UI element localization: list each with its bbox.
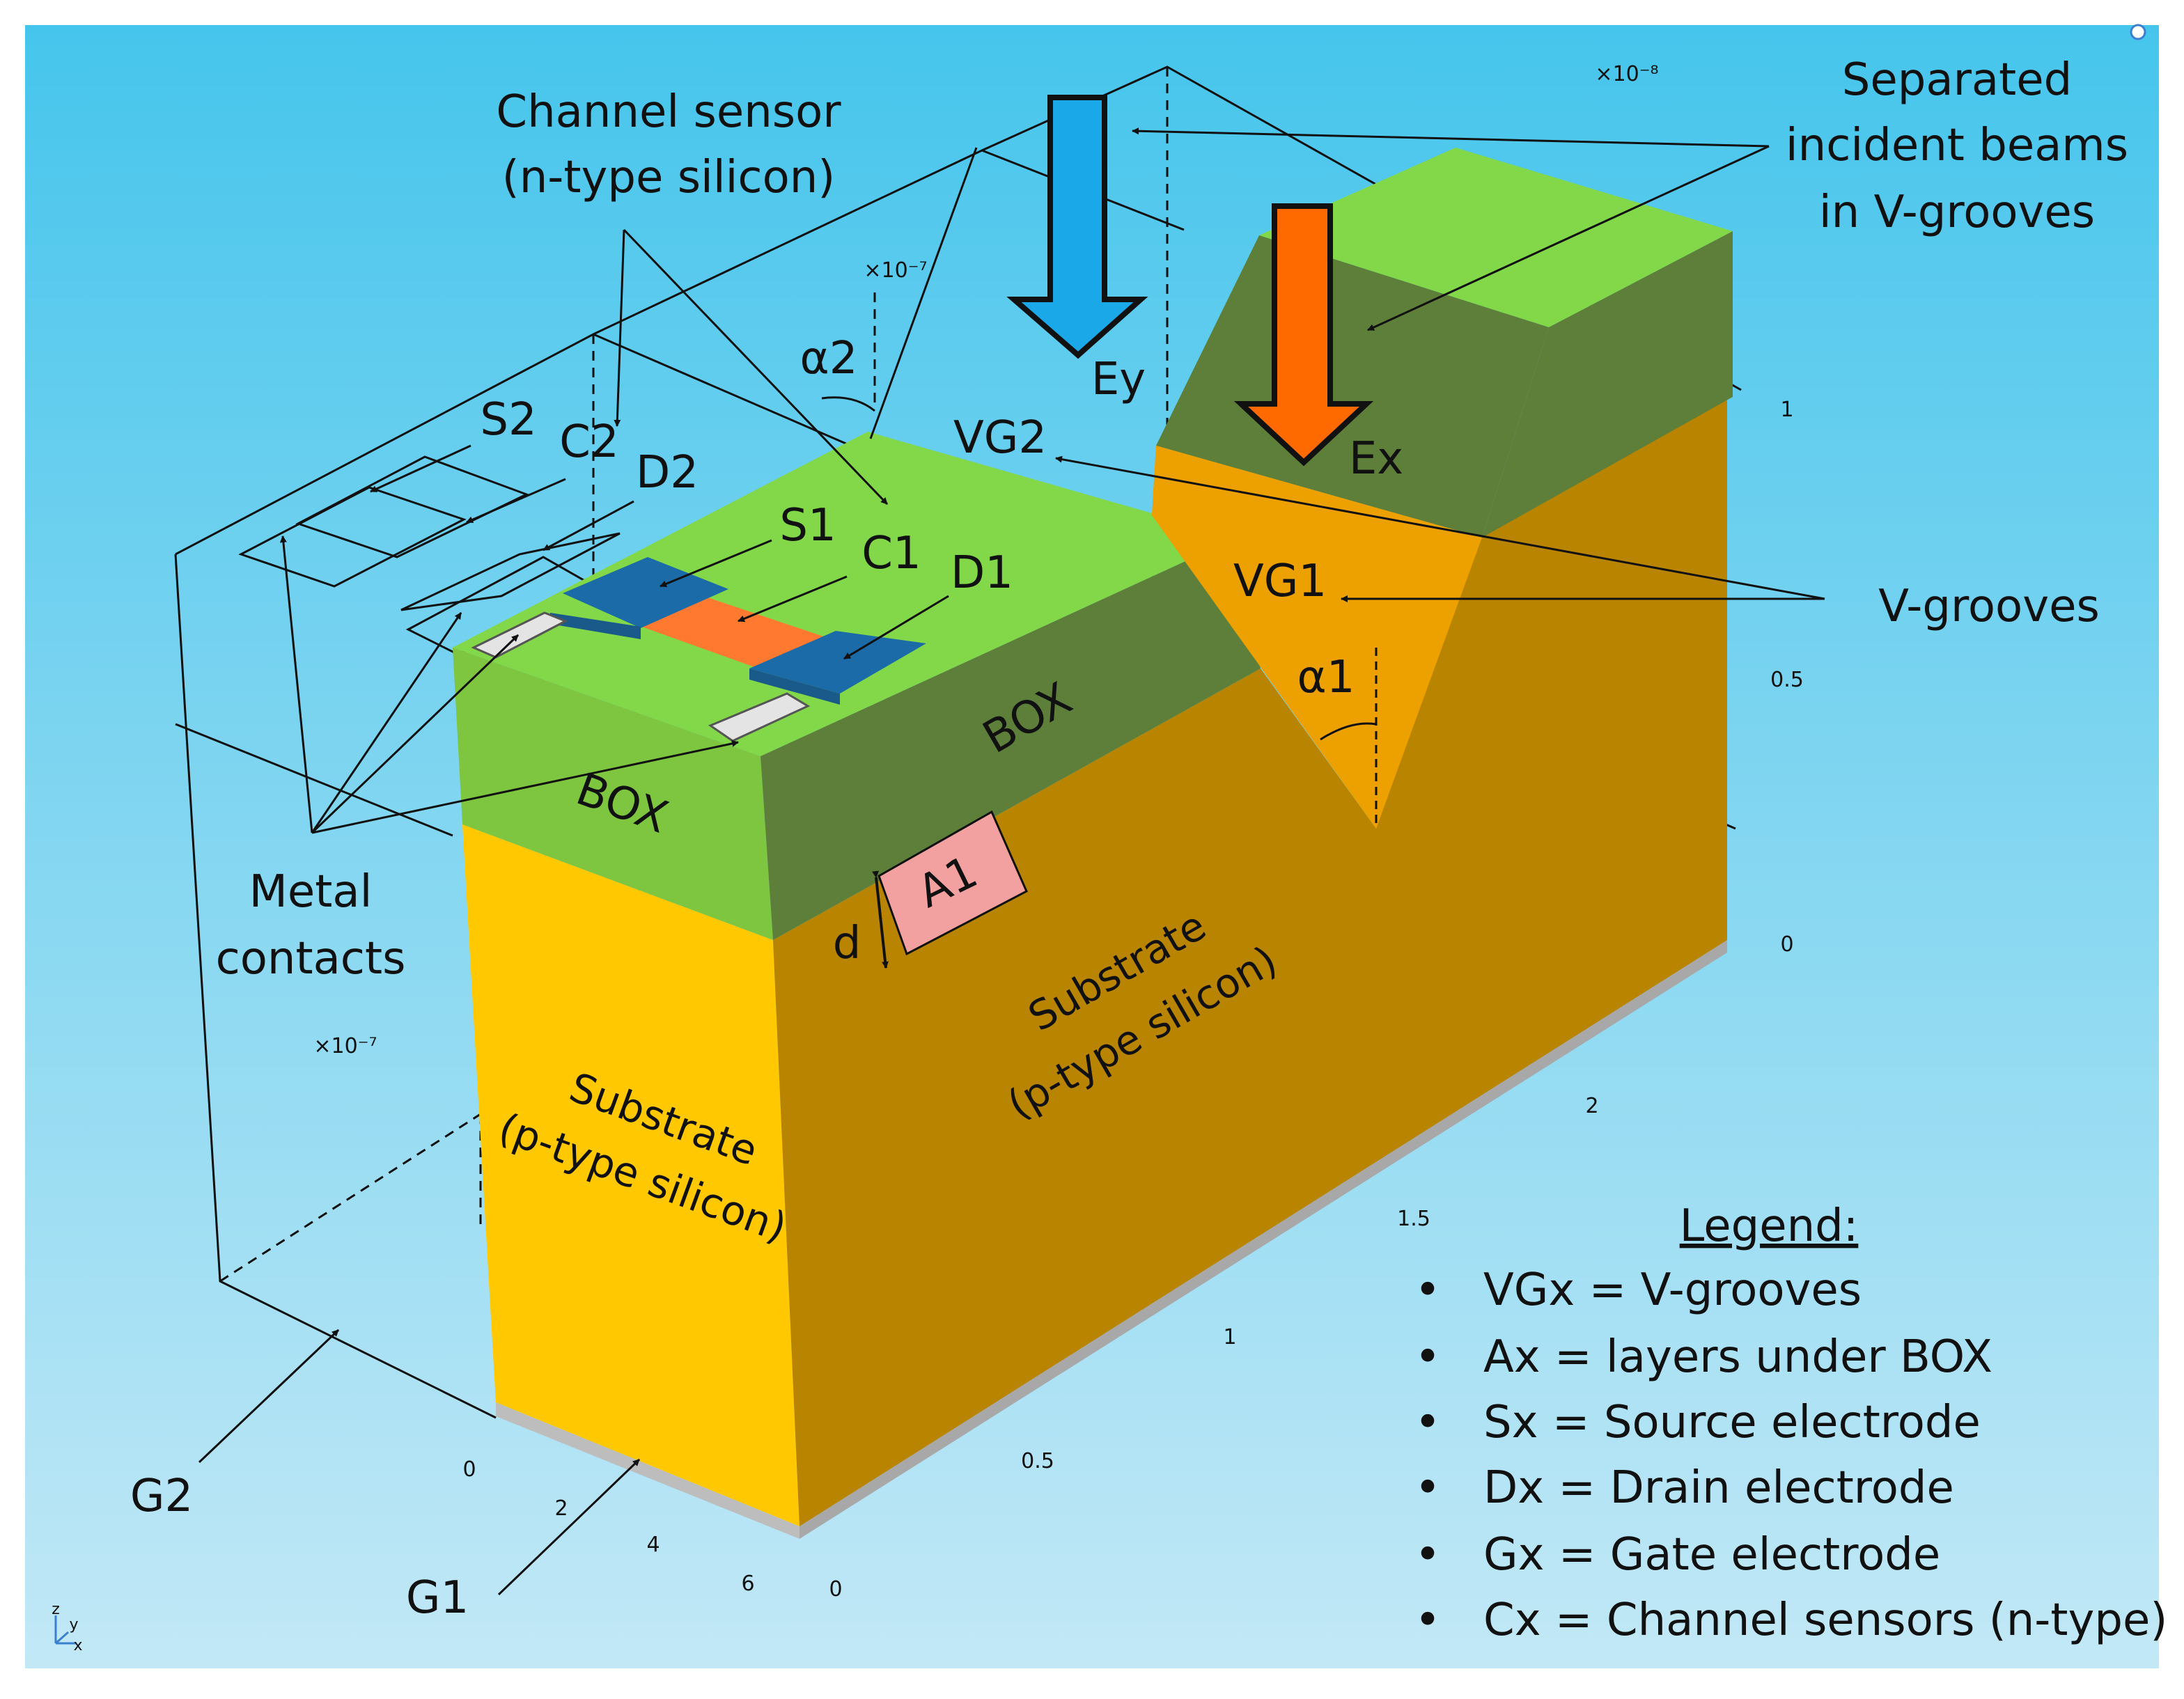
legend-item: Dx = Drain electrode bbox=[1483, 1462, 1954, 1514]
box-top-surface bbox=[453, 432, 1237, 756]
right-block-side bbox=[1482, 231, 1733, 538]
legend-item: Cx = Channel sensors (n-type) bbox=[1483, 1595, 2167, 1646]
device-1 bbox=[471, 557, 926, 742]
bottom-tick: 2 bbox=[1585, 1094, 1598, 1118]
separated-beams-label-2: incident beams bbox=[1786, 120, 2128, 171]
legend: Legend: • VGx = V-grooves • Ax = layers … bbox=[1414, 1200, 2167, 1646]
source-s1-tab bbox=[550, 613, 641, 639]
axis-annotations: ×10⁻⁸ ×10⁻⁷ ×10⁻⁷ 1 0.5 0 2 1.5 1 0.5 0 … bbox=[52, 24, 2146, 1654]
v-groove-vg1-upper bbox=[1152, 446, 1482, 829]
legend-title: Legend: bbox=[1680, 1200, 1859, 1252]
channel-sensor-label-1: Channel sensor bbox=[496, 86, 841, 138]
beam-ey-arrow bbox=[1006, 95, 1148, 359]
right-block-top bbox=[1259, 148, 1733, 327]
g1-label: G1 bbox=[406, 1572, 469, 1624]
legend-item: Sx = Source electrode bbox=[1483, 1397, 1981, 1448]
box-side-face bbox=[760, 538, 1261, 940]
alpha2-arc bbox=[821, 396, 875, 412]
vg2-label: VG2 bbox=[953, 412, 1047, 464]
legend-item: Ax = layers under BOX bbox=[1483, 1331, 1992, 1383]
projection-outlines bbox=[238, 455, 621, 656]
gate-layer-side bbox=[800, 940, 1727, 1539]
triad-z: z bbox=[52, 1601, 60, 1618]
legend-bullet: • bbox=[1414, 1265, 1441, 1316]
bottom-tick: 0 bbox=[829, 1577, 842, 1602]
channel-c1 bbox=[634, 596, 836, 671]
substrate-front-face bbox=[462, 824, 800, 1526]
d-label: d bbox=[833, 918, 861, 969]
separated-beams-label-3: in V-grooves bbox=[1819, 187, 2095, 238]
legend-bullet: • bbox=[1414, 1529, 1441, 1581]
legend-bullet: • bbox=[1414, 1595, 1441, 1646]
metal-contacts-label-2: contacts bbox=[216, 933, 406, 985]
legend-bullet: • bbox=[1414, 1397, 1441, 1448]
triad-y: y bbox=[69, 1616, 78, 1634]
axis-exponent-mid: ×10⁻⁷ bbox=[864, 258, 927, 283]
g2-label: G2 bbox=[130, 1471, 193, 1522]
s2-label: S2 bbox=[480, 394, 536, 446]
c1-label: C1 bbox=[861, 528, 921, 579]
triad-x: x bbox=[73, 1637, 82, 1654]
right-block-groove-face bbox=[1156, 235, 1549, 538]
vg1-label: VG1 bbox=[1233, 556, 1327, 607]
legend-bullet: • bbox=[1414, 1462, 1441, 1514]
legend-bullet: • bbox=[1414, 1331, 1441, 1383]
d1-label: D1 bbox=[951, 547, 1013, 599]
d2-label: D2 bbox=[636, 447, 699, 499]
separated-beams-label-1: Separated bbox=[1842, 54, 2072, 106]
legend-items: • VGx = V-grooves • Ax = layers under BO… bbox=[1414, 1265, 2167, 1646]
legend-item: Gx = Gate electrode bbox=[1483, 1529, 1940, 1581]
right-tick: 0 bbox=[1780, 932, 1793, 957]
metal-contacts-label-1: Metal bbox=[249, 866, 373, 918]
bottom-tick: 1.5 bbox=[1397, 1207, 1430, 1231]
depth-tick: 4 bbox=[646, 1533, 660, 1557]
bottom-tick: 1 bbox=[1223, 1325, 1236, 1349]
ey-label: Ey bbox=[1091, 354, 1146, 405]
legend-item: VGx = V-grooves bbox=[1483, 1265, 1862, 1316]
d-dimension bbox=[872, 870, 889, 969]
bottom-tick: 0.5 bbox=[1021, 1449, 1054, 1473]
depth-tick: 6 bbox=[741, 1572, 754, 1596]
axis-exponent-top: ×10⁻⁸ bbox=[1595, 62, 1658, 86]
drain-d1-tab bbox=[749, 668, 840, 705]
alpha2-label: α2 bbox=[800, 333, 858, 384]
gate-layer-g1 bbox=[496, 1402, 800, 1539]
box-front-face bbox=[453, 648, 773, 940]
alpha1-label: α1 bbox=[1297, 652, 1355, 703]
corner-icon bbox=[2130, 24, 2146, 40]
axis-triad bbox=[54, 1615, 77, 1645]
drain-d1 bbox=[749, 631, 926, 694]
substrate-side-face bbox=[773, 397, 1727, 1526]
depth-tick: 0 bbox=[462, 1457, 476, 1482]
s1-label: S1 bbox=[779, 500, 836, 551]
v-grooves-label: V-grooves bbox=[1878, 581, 2100, 632]
right-tick: 1 bbox=[1780, 398, 1793, 422]
callout-arrows bbox=[198, 127, 1825, 1596]
channel-sensor-label-2: (n-type silicon) bbox=[502, 152, 836, 203]
c2-label: C2 bbox=[559, 416, 618, 468]
a1-layer bbox=[878, 810, 1028, 956]
axis-exponent-left: ×10⁻⁷ bbox=[313, 1034, 377, 1058]
alpha1-arc bbox=[1320, 722, 1377, 741]
right-tick: 0.5 bbox=[1770, 668, 1804, 692]
metal-contact-1 bbox=[471, 611, 568, 659]
metal-contact-2 bbox=[708, 692, 811, 742]
beam-ex-arrow bbox=[1233, 203, 1374, 467]
depth-tick: 2 bbox=[554, 1496, 568, 1521]
ex-label: Ex bbox=[1349, 433, 1403, 485]
